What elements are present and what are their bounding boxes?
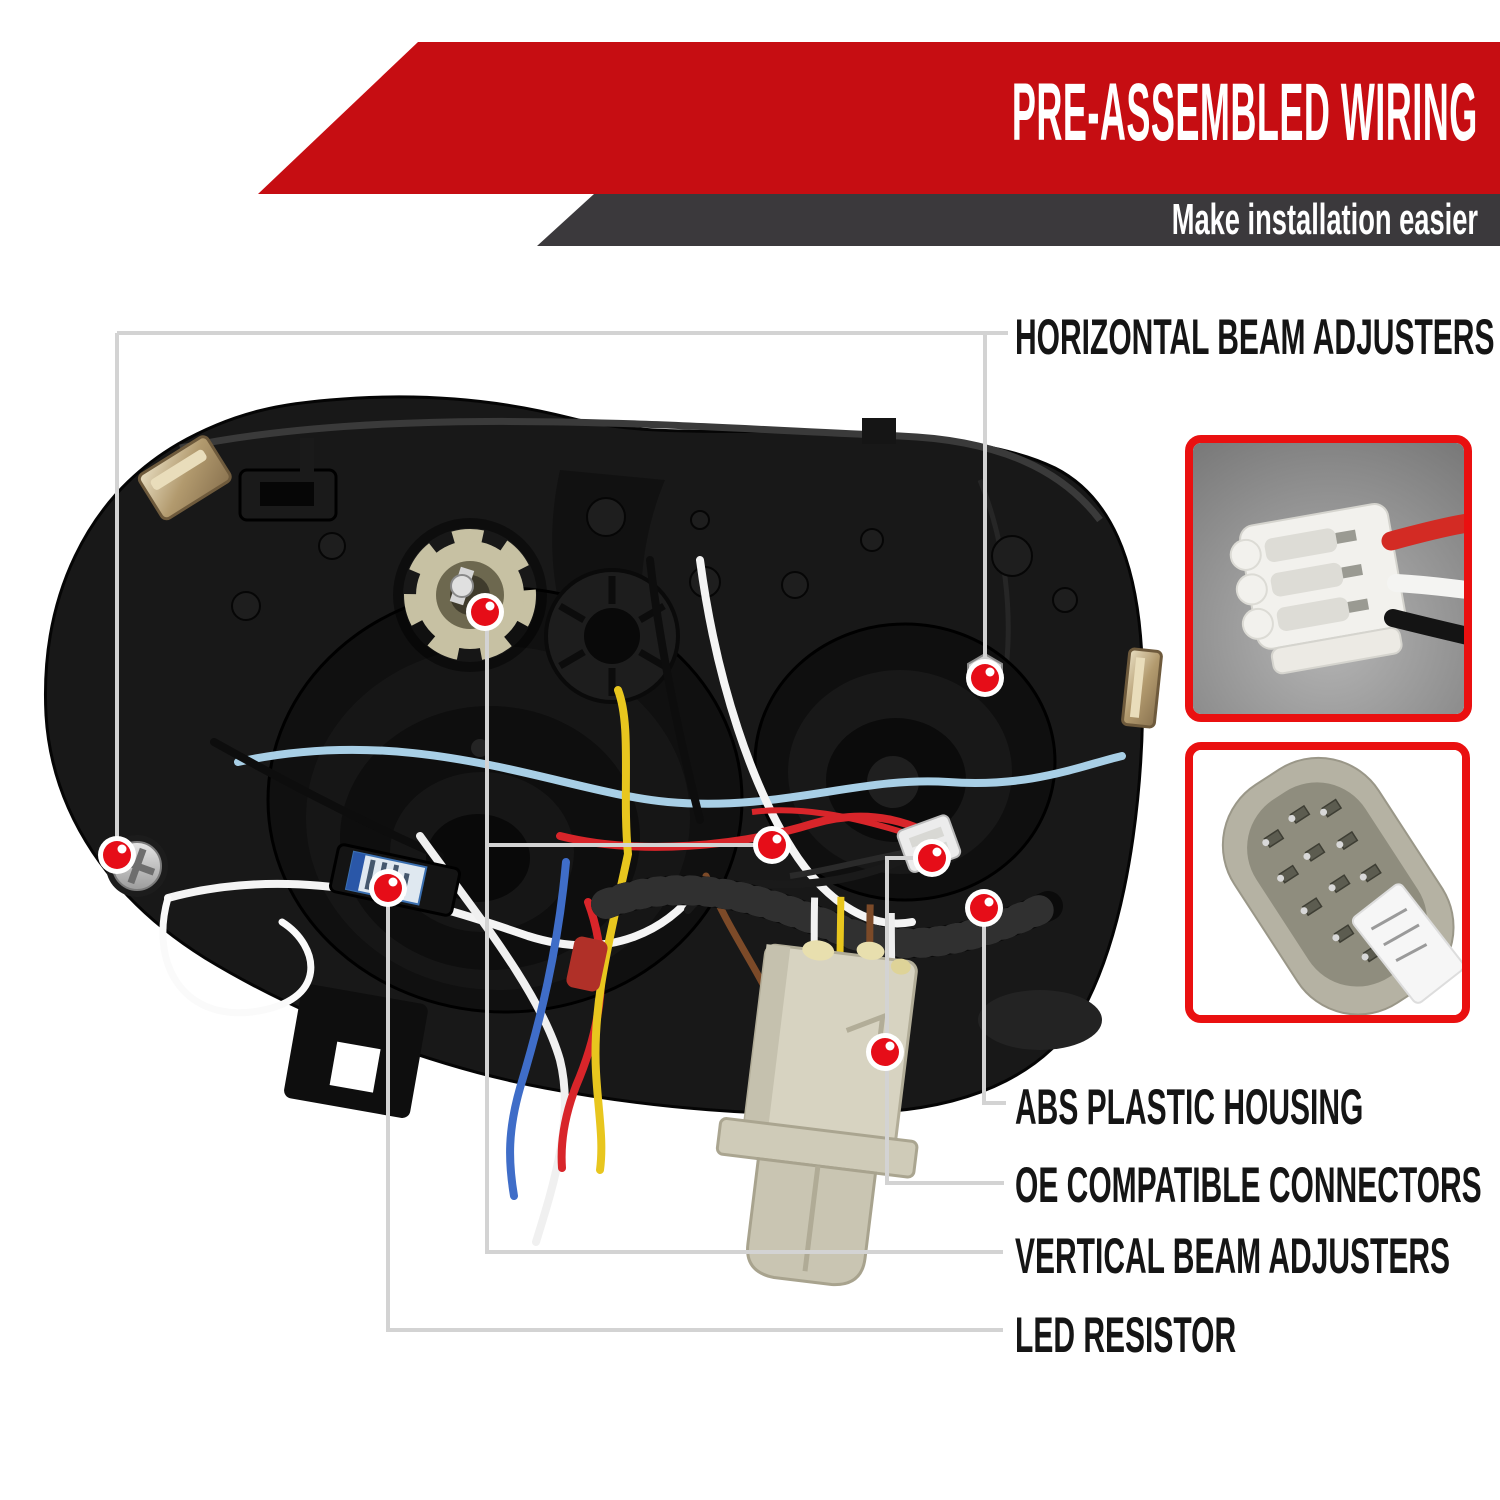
banner-title: PRE-ASSEMBLED WIRING — [1012, 67, 1478, 158]
label-abs-plastic-housing: ABS PLASTIC HOUSING — [1015, 1079, 1364, 1135]
top-tab — [862, 418, 896, 444]
dot-oe-big-connector — [866, 1033, 904, 1071]
callout-lines — [115, 331, 1008, 1332]
dot-horizontal-left — [98, 836, 136, 874]
label-horizontal-beam-adjusters: HORIZONTAL BEAM ADJUSTERS — [1015, 309, 1495, 365]
right-metal-clip — [1121, 647, 1163, 729]
inset-oe-plug-photo — [1185, 742, 1470, 1023]
line-led-resistor — [386, 902, 1003, 1332]
label-vertical-beam-adjusters: VERTICAL BEAM ADJUSTERS — [1015, 1228, 1451, 1284]
bulb-socket — [544, 568, 680, 704]
headlight-housing — [43, 395, 1163, 1287]
line-vertical-adjusters — [485, 625, 1003, 1254]
plug-label-sticker — [1351, 883, 1462, 1004]
label-led-resistor: LED RESISTOR — [1015, 1307, 1237, 1363]
dot-vertical-left — [466, 593, 504, 631]
dot-led-resistor — [369, 869, 407, 907]
callout-dots — [98, 593, 1004, 1071]
red-tape-wrap — [566, 936, 608, 992]
white-3pin-connector — [1229, 503, 1407, 675]
label-oe-compatible-connectors: OE COMPATIBLE CONNECTORS — [1015, 1157, 1482, 1213]
banner-title-bar — [258, 42, 1500, 194]
metal-retainer-clip — [137, 435, 232, 521]
lower-mount-bracket — [284, 984, 428, 1119]
beam-adjuster-nut — [393, 518, 547, 672]
banner-subtitle-bar — [537, 194, 1500, 246]
black-mount-bracket — [238, 438, 338, 522]
dot-abs-housing — [965, 889, 1003, 927]
housing-top-rim — [179, 417, 1103, 523]
inset-pigtail-connector-photo — [1185, 435, 1472, 722]
banner-subtitle: Make installation easier — [1171, 195, 1478, 244]
line-oe-connectors — [885, 856, 1004, 1185]
dot-oe-small-connector — [913, 839, 951, 877]
line-abs-housing — [982, 926, 1006, 1105]
dot-horizontal-right — [966, 659, 1004, 697]
dot-vertical-right — [753, 826, 791, 864]
